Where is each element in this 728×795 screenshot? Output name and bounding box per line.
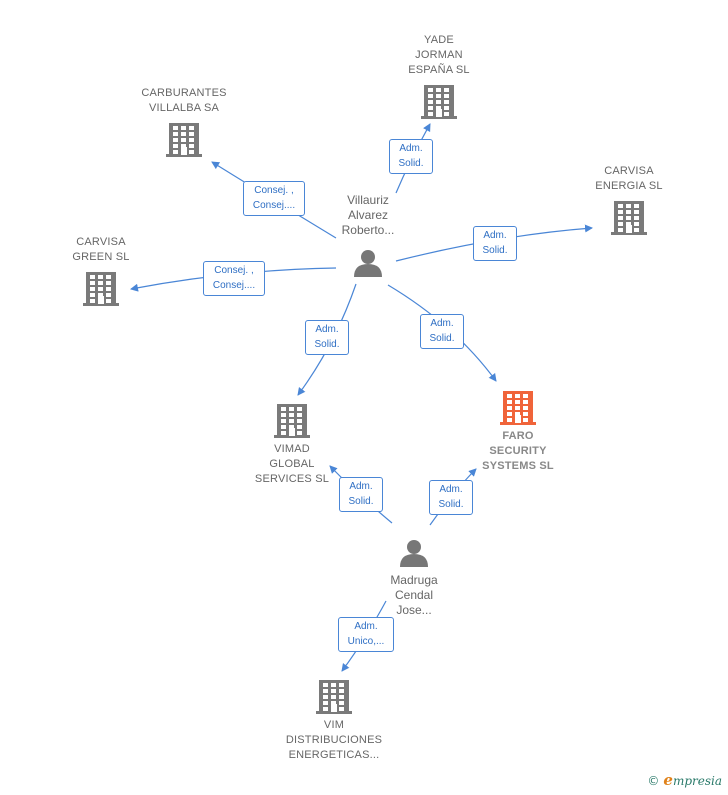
company-name-line: VILLALBA SA bbox=[148, 102, 220, 114]
edge-role-badge[interactable]: Adm. Solid. bbox=[339, 477, 383, 512]
company-name-line: SERVICES SL bbox=[254, 473, 330, 485]
brand-initial: e bbox=[663, 771, 673, 789]
company-name-line: ENERGIA SL bbox=[595, 180, 663, 192]
company-name-line: GREEN SL bbox=[72, 251, 130, 263]
person-name-line: Jose... bbox=[396, 603, 432, 617]
edge-role-text: Solid. bbox=[348, 496, 374, 507]
company-name[interactable]: CARVISA ENERGIA SL bbox=[559, 164, 699, 194]
edge-role-text: Solid. bbox=[429, 333, 455, 344]
edge-role-badge[interactable]: Adm. Solid. bbox=[305, 320, 349, 355]
company-name[interactable]: VIM DISTRIBUCIONES ENERGETICAS... bbox=[264, 718, 404, 763]
person-name-line: Villauriz bbox=[347, 193, 389, 207]
building-icon bbox=[83, 272, 119, 306]
person-name-line: Cendal bbox=[394, 588, 434, 602]
edge-role-text: Solid. bbox=[314, 339, 340, 350]
edge-role-badge[interactable]: Adm. Solid. bbox=[429, 480, 473, 515]
edge-role-text: Solid. bbox=[398, 158, 424, 169]
company-name-line: FARO bbox=[502, 430, 534, 442]
edge-role-text: Solid. bbox=[482, 245, 508, 256]
edge-role-text: Adm. bbox=[439, 484, 463, 495]
edge-role-text: Consej.... bbox=[252, 200, 296, 211]
edge-role-text: Solid. bbox=[438, 499, 464, 510]
company-name-line: VIMAD bbox=[274, 443, 310, 455]
company-name[interactable]: FARO SECURITY SYSTEMS SL bbox=[448, 429, 588, 474]
building-icon bbox=[421, 85, 457, 119]
building-icon bbox=[611, 201, 647, 235]
person-icon bbox=[354, 250, 382, 277]
edge-role-text: Adm. bbox=[349, 481, 373, 492]
company-name[interactable]: YADE JORMAN ESPAÑA SL bbox=[369, 33, 509, 78]
person-name-line: Madruga bbox=[390, 573, 438, 587]
edge-role-badge[interactable]: Consej. , Consej.... bbox=[203, 261, 265, 296]
edge-role-text: Unico,... bbox=[347, 636, 385, 647]
company-name[interactable]: VIMAD GLOBAL SERVICES SL bbox=[222, 442, 362, 487]
company-name-line: GLOBAL bbox=[269, 458, 315, 470]
company-name-line: CARBURANTES bbox=[141, 87, 227, 99]
company-name-line: SECURITY bbox=[489, 445, 547, 457]
edge-role-badge[interactable]: Adm. Solid. bbox=[389, 139, 433, 174]
person-icon bbox=[400, 540, 428, 567]
person-name-line: Roberto... bbox=[341, 223, 395, 237]
edge-role-text: Adm. bbox=[483, 230, 507, 241]
brand-name: mpresia bbox=[672, 774, 722, 788]
building-icon bbox=[316, 680, 352, 714]
edge-role-badge[interactable]: Adm. Solid. bbox=[420, 314, 464, 349]
brand-watermark: ©empresia bbox=[647, 771, 722, 789]
copyright-icon: © bbox=[647, 774, 660, 788]
company-name-line: YADE bbox=[424, 34, 454, 46]
edge-role-text: Adm. bbox=[354, 621, 378, 632]
company-name-line: DISTRIBUCIONES bbox=[285, 734, 383, 746]
building-icon bbox=[166, 123, 202, 157]
edge-role-text: Adm. bbox=[315, 324, 339, 335]
company-name-line: ENERGETICAS... bbox=[288, 749, 380, 761]
company-name-line: ESPAÑA SL bbox=[408, 64, 470, 76]
company-name-line: SYSTEMS SL bbox=[482, 460, 554, 472]
edge-role-badge[interactable]: Consej. , Consej.... bbox=[243, 181, 305, 216]
edge-role-text: Adm. bbox=[399, 143, 423, 154]
company-name-line: VIM bbox=[323, 719, 345, 731]
edge-role-badge[interactable]: Adm. Solid. bbox=[473, 226, 517, 261]
edge-role-text: Consej. , bbox=[254, 185, 294, 196]
company-name-line: CARVISA bbox=[76, 236, 126, 248]
edge-role-text: Consej.... bbox=[212, 280, 256, 291]
company-name-line: JORMAN bbox=[415, 49, 463, 61]
edge-role-text: Consej. , bbox=[214, 265, 254, 276]
edge-role-badge[interactable]: Adm. Unico,... bbox=[338, 617, 394, 652]
person-name-line: Alvarez bbox=[347, 208, 388, 222]
edge-role-text: Adm. bbox=[430, 318, 454, 329]
building-icon bbox=[274, 404, 310, 438]
company-name-line: CARVISA bbox=[604, 165, 654, 177]
building-icon bbox=[500, 391, 536, 425]
company-name[interactable]: CARVISA GREEN SL bbox=[31, 235, 171, 265]
company-name[interactable]: CARBURANTES VILLALBA SA bbox=[114, 86, 254, 116]
